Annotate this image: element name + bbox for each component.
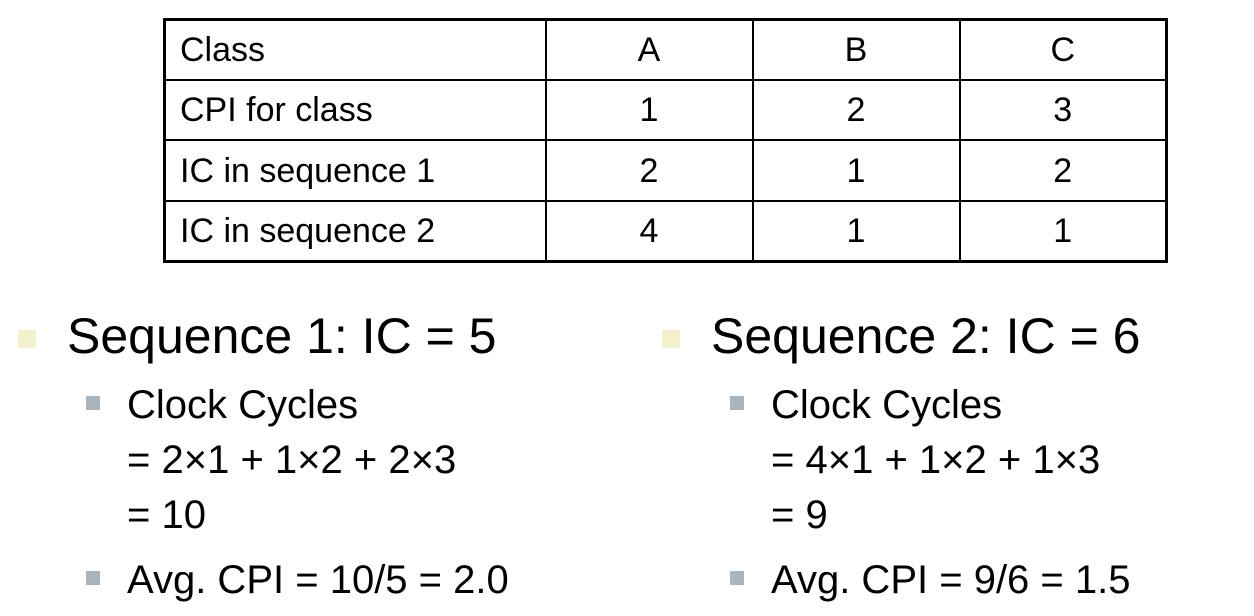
table-cell: 3 (958, 79, 1168, 142)
square-bullet-icon (662, 330, 680, 348)
sequence-2-clock-text: Clock Cycles = 4×1 + 1×2 + 1×3 = 9 (771, 378, 1100, 543)
table-cell: 2 (958, 139, 1168, 202)
table-cell: 2 (751, 79, 961, 142)
table-row: CPI for class 1 2 3 (163, 79, 1168, 142)
header-cell-class: Class (163, 18, 547, 82)
sequence-2-avg-text: Avg. CPI = 9/6 = 1.5 (771, 558, 1131, 602)
square-bullet-icon (730, 396, 744, 410)
sequence-1-avg-bullet: Avg. CPI = 10/5 = 2.0 (86, 553, 509, 608)
clock-cycles-expression: = 4×1 + 1×2 + 1×3 (771, 438, 1101, 482)
header-cell-c: C (958, 18, 1168, 82)
table-row: IC in sequence 1 2 1 2 (163, 139, 1168, 202)
sequence-1-title: Sequence 1: IC = 5 (67, 308, 497, 364)
square-bullet-icon (86, 396, 100, 410)
square-bullet-icon (730, 571, 744, 585)
header-cell-a: A (544, 18, 754, 82)
row-label: IC in sequence 1 (163, 139, 547, 202)
row-label: CPI for class (163, 79, 547, 142)
sequence-2-title: Sequence 2: IC = 6 (711, 308, 1141, 364)
sequence-1-section: Sequence 1: IC = 5 Clock Cycles = 2×1 + … (18, 300, 509, 608)
sequence-1-details: Clock Cycles = 2×1 + 1×2 + 2×3 = 10 Avg.… (86, 378, 509, 608)
header-cell-b: B (751, 18, 961, 82)
row-label: IC in sequence 2 (163, 199, 547, 263)
sequence-1-bullet: Sequence 1: IC = 5 (18, 300, 509, 372)
table-header-row: Class A B C (163, 18, 1168, 82)
table-cell: 1 (751, 139, 961, 202)
sequence-2-clock-bullet: Clock Cycles = 4×1 + 1×2 + 1×3 = 9 (730, 378, 1140, 543)
clock-cycles-label: Clock Cycles (127, 383, 359, 427)
table-cell: 4 (544, 199, 754, 263)
sequence-2-section: Sequence 2: IC = 6 Clock Cycles = 4×1 + … (662, 300, 1140, 608)
table-cell: 1 (751, 199, 961, 263)
table-cell: 2 (544, 139, 754, 202)
clock-cycles-label: Clock Cycles (771, 383, 1003, 427)
clock-cycles-result: = 10 (127, 493, 206, 537)
sequence-1-clock-text: Clock Cycles = 2×1 + 1×2 + 2×3 = 10 (127, 378, 456, 543)
sequence-1-clock-bullet: Clock Cycles = 2×1 + 1×2 + 2×3 = 10 (86, 378, 509, 543)
square-bullet-icon (86, 571, 100, 585)
sequence-2-details: Clock Cycles = 4×1 + 1×2 + 1×3 = 9 Avg. … (730, 378, 1140, 608)
sequence-1-avg-text: Avg. CPI = 10/5 = 2.0 (127, 558, 509, 602)
table-row: IC in sequence 2 4 1 1 (163, 199, 1168, 263)
sequence-2-avg-bullet: Avg. CPI = 9/6 = 1.5 (730, 553, 1140, 608)
clock-cycles-result: = 9 (771, 493, 828, 537)
cpi-table: Class A B C CPI for class 1 2 3 IC in se… (163, 18, 1168, 263)
clock-cycles-expression: = 2×1 + 1×2 + 2×3 (127, 438, 457, 482)
sequence-2-bullet: Sequence 2: IC = 6 (662, 300, 1140, 372)
square-bullet-icon (18, 330, 36, 348)
table-cell: 1 (958, 199, 1168, 263)
table-cell: 1 (544, 79, 754, 142)
